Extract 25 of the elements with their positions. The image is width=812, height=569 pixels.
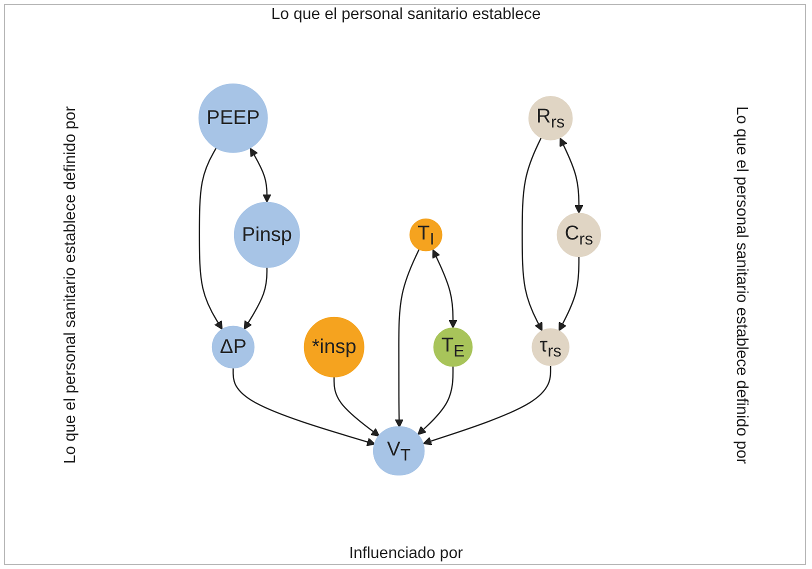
node-circle: C$_{rs}$	[556, 212, 602, 257]
arrow	[522, 137, 543, 331]
arrow	[199, 147, 223, 330]
footer-label: Influenciado por	[348, 545, 464, 563]
arrow	[244, 266, 268, 330]
node-circle: T$_{E}$	[434, 327, 473, 366]
heading-label: Lo que el personal sanitario establece	[270, 6, 542, 24]
node-circle: T$_{I}$	[410, 218, 443, 251]
arrow	[560, 137, 584, 214]
node-circle: *insp	[304, 316, 365, 377]
arrow	[334, 376, 380, 436]
side-label: Lo que el personal sanitario establece definido por	[732, 106, 750, 464]
arrow	[423, 365, 552, 445]
node-circle: ΔP	[212, 325, 255, 368]
node-circle: PEEP	[198, 83, 268, 152]
arrow	[432, 248, 458, 328]
side-label: Lo que el personal sanitario establece definido por	[62, 106, 80, 464]
node-circle: R$_{rs}$	[528, 96, 573, 140]
arrow	[250, 147, 272, 202]
arrow	[418, 366, 454, 435]
node-circle: Pinsp	[234, 201, 300, 268]
arrow	[558, 256, 580, 331]
arrow	[232, 368, 376, 446]
arrow	[394, 248, 420, 428]
node-circle: τ$_{rs}$	[532, 328, 570, 366]
